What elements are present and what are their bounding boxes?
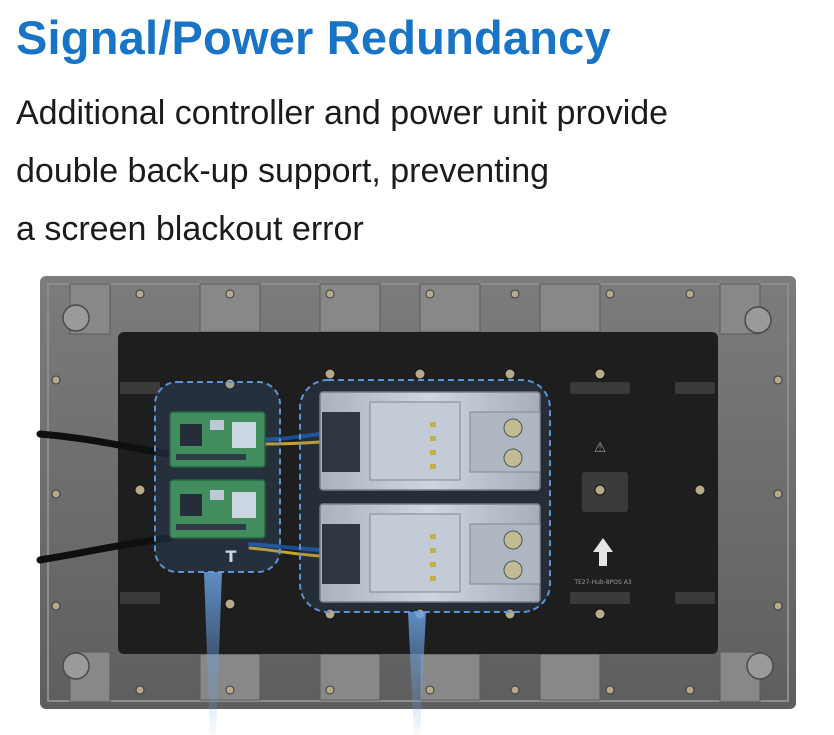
receiving-card-bottom bbox=[169, 479, 266, 539]
esd-mark: ⚠ bbox=[594, 440, 607, 456]
plate-screws bbox=[134, 368, 706, 620]
controller-beam bbox=[204, 572, 222, 735]
description-line-2: double back-up support, preventing bbox=[16, 152, 550, 190]
power-beam bbox=[408, 612, 426, 735]
plate-details bbox=[120, 382, 715, 604]
hub-label: TE27-Hub-8POS A3 bbox=[573, 579, 632, 586]
back-plate bbox=[118, 332, 718, 654]
up-arrow-icon bbox=[593, 538, 613, 566]
power-supply-bottom bbox=[319, 503, 541, 603]
controller-tag: T bbox=[226, 547, 237, 566]
led-cabinet-photo: ⚠ TE27-Hub-8POS A3 T bbox=[36, 276, 796, 735]
description-line-1: Additional controller and power unit pro… bbox=[16, 94, 669, 132]
receiving-card-top bbox=[169, 411, 266, 468]
power-supply-top bbox=[319, 391, 541, 491]
page-description: Additional controller and power unit pro… bbox=[16, 84, 826, 258]
controller-highlight bbox=[154, 381, 281, 573]
page-title: Signal/Power Redundancy bbox=[16, 11, 611, 64]
description-line-3: a screen blackout error bbox=[16, 210, 364, 248]
power-highlight bbox=[299, 379, 551, 613]
